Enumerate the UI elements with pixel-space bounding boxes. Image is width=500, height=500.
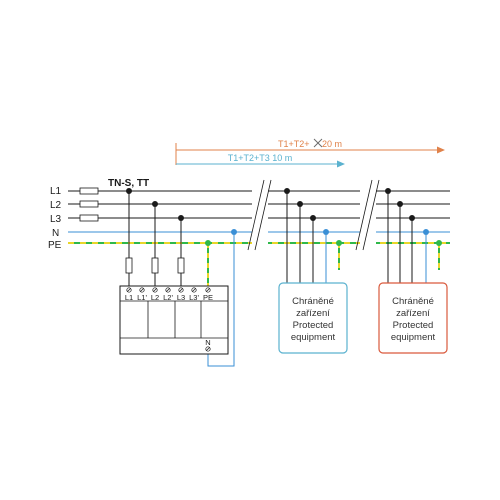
equipment-2-line1: Chráněné [392,296,434,307]
phase-bus-lines [68,187,450,222]
line-label-pe: PE [48,240,62,251]
terminal-label-pe: PE [203,293,213,302]
spd-fuse-l3 [177,257,185,274]
equipment-2-line4: equipment [391,332,436,343]
distance-arrow-long: T1+T2+ 20 m [175,138,445,165]
terminal-label-l1-prime: L1' [137,293,147,302]
distance-long-prefix: T1+T2+ [278,139,310,149]
fuse-l2 [79,200,99,208]
equipment-2-line2: zařízení [396,308,430,319]
line-label-l1: L1 [50,186,62,197]
distance-arrow-short: T1+T2+T3 10 m [176,153,345,168]
distance-long-arrowhead [437,146,445,154]
node-l3 [178,215,184,221]
equipment-1-line4: equipment [291,332,336,343]
distance-long-suffix: 20 m [320,139,343,149]
terminal-label-l3: L3 [177,293,185,302]
fuse-l3 [79,214,99,222]
terminal-screws [126,287,211,352]
line-label-n: N [52,228,59,239]
equipment-1-line3: Protected [293,320,334,331]
node-l1 [126,188,132,194]
node-pe-spd [205,240,211,246]
line-label-l2: L2 [50,200,62,211]
spd-connections [125,188,237,367]
line-break-mark-1 [247,179,272,251]
protected-equipment-box-1: Chráněné zařízení Protected equipment [278,282,348,354]
system-type-label: TN-S, TT [108,178,149,189]
terminal-label-l1: L1 [125,293,133,302]
surge-protection-device: L1 L1' L2 L2' L3 L3' PE N [119,285,229,355]
spd-fuse-l1 [125,257,133,274]
fuse-l1 [79,187,99,195]
distance-long-label: T1+T2+ 20 m [278,139,342,149]
terminal-label-l2-prime: L2' [163,293,173,302]
line-break-mark-2 [355,179,380,251]
node-l2 [152,201,158,207]
equipment-1-line2: zařízení [296,308,330,319]
crossed-type3-icon [313,138,323,148]
distance-short-arrowhead [337,160,345,168]
distance-short-label: T1+T2+T3 10 m [228,153,293,163]
spd-fuse-l2 [151,257,159,274]
protected-equipment-box-2: Chráněné zařízení Protected equipment [378,282,448,354]
terminal-label-n: N [205,338,210,347]
equipment-2-line3: Protected [393,320,434,331]
equipment-connections-1 [284,188,342,284]
equipment-1-line1: Chráněné [292,296,334,307]
terminal-label-l2: L2 [151,293,159,302]
terminal-label-l3-prime: L3' [189,293,199,302]
equipment-connections-2 [385,188,442,284]
line-label-l3: L3 [50,214,62,225]
